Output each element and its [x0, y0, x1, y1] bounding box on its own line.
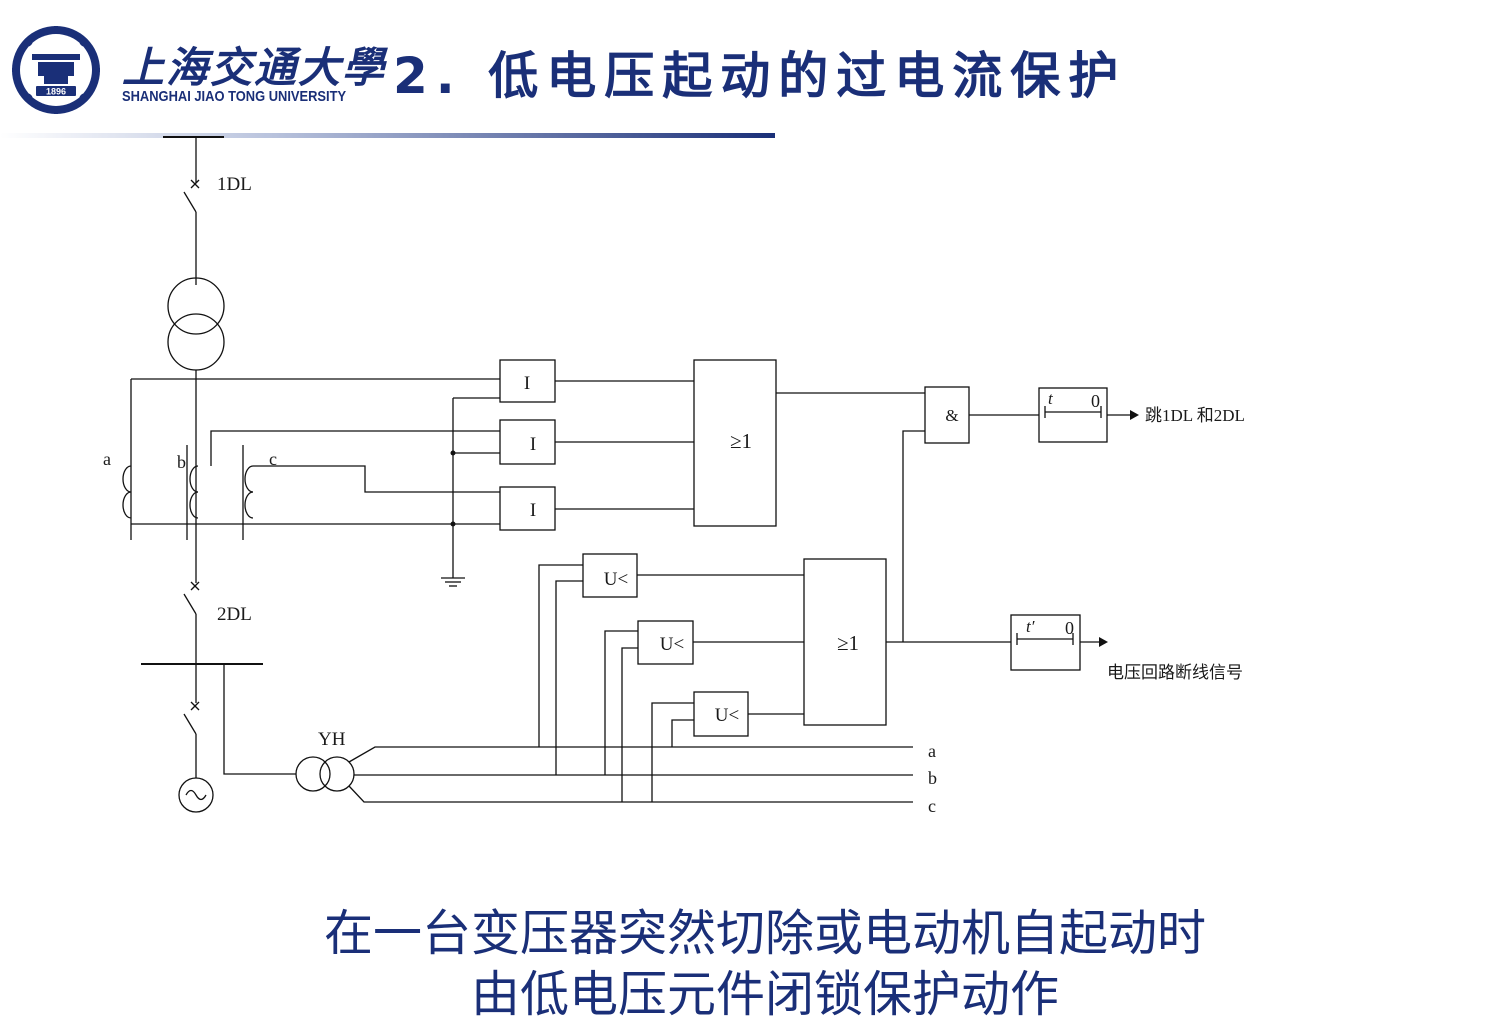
- or-gate-current-label: ≥1: [730, 429, 752, 453]
- caption-line-2: 由低电压元件闭锁保护动作: [470, 966, 1059, 1023]
- trip-arrow-icon: [1130, 410, 1139, 420]
- logo-english-name: SHANGHAI JIAO TONG UNIVERSITY: [122, 88, 347, 105]
- trip-output-label: 跳1DL 和2DL: [1145, 406, 1245, 425]
- alarm-timer-scale-icon: [1016, 633, 1074, 645]
- alarm-arrow-icon: [1099, 637, 1108, 647]
- voltage-transformer-yh-symbol: [295, 756, 355, 792]
- current-relay-1-label: I: [524, 373, 530, 394]
- motor-breaker-symbol: [183, 664, 200, 778]
- vt-feeder-line: [223, 664, 296, 775]
- ct-phase-a-label: a: [103, 449, 111, 469]
- alarm-timer-t-label: t′: [1026, 617, 1035, 636]
- logo-year: 1896: [46, 87, 66, 97]
- secondary-bus-a: [348, 746, 913, 763]
- current-relay-2-label: I: [530, 434, 536, 455]
- voltage-relay-2-label: U<: [660, 634, 684, 655]
- alarm-output-label: 电压回路断线信号: [1107, 663, 1243, 682]
- bus-phase-a-label: a: [928, 741, 936, 761]
- ct-phase-c-label: c: [269, 449, 277, 469]
- vt-yh-label: YH: [318, 729, 346, 750]
- or-gate-current: [693, 359, 777, 527]
- bus-phase-c-label: c: [928, 796, 936, 816]
- university-emblem-icon: 1896: [12, 26, 100, 114]
- breaker-1dl-label: 1DL: [217, 174, 252, 195]
- current-relay-2: [499, 419, 556, 465]
- and-gate-label: &: [945, 406, 958, 425]
- voltage-relay-3-label: U<: [715, 705, 739, 726]
- bus-phase-b-label: b: [928, 768, 937, 788]
- breaker-2dl-symbol: [183, 581, 200, 664]
- current-relay-3-label: I: [530, 500, 536, 521]
- trip-timer-t-label: t: [1048, 389, 1054, 408]
- secondary-bus-c: [348, 785, 913, 803]
- or-gate-voltage-label: ≥1: [837, 631, 859, 655]
- title-underline: [0, 133, 775, 138]
- ct-coil-c: [242, 445, 254, 540]
- page-title: 2. 低电压起动的过电流保护: [393, 47, 1127, 105]
- slide-caption: 在一台变压器突然切除或电动机自起动时 由低电压元件闭锁保护动作: [0, 903, 1505, 1025]
- voltage-relay-1-label: U<: [604, 569, 628, 590]
- caption-line-1: 在一台变压器突然切除或电动机自起动时: [323, 905, 1206, 962]
- ct-phase-b-label: b: [177, 452, 186, 472]
- trip-timer-zero-label: 0: [1091, 391, 1100, 411]
- alarm-timer-zero-label: 0: [1065, 618, 1074, 638]
- breaker-1dl-symbol: [183, 179, 200, 285]
- motor-ac-source-icon: [178, 777, 214, 813]
- ground-icon: [441, 577, 465, 587]
- breaker-2dl-label: 2DL: [217, 604, 252, 625]
- slide-header: 1896 上海交通大學 SHANGHAI JIAO TONG UNIVERSIT…: [0, 0, 1505, 140]
- ct-coil-a: [122, 379, 132, 540]
- logo-chinese-name: 上海交通大學: [122, 43, 387, 92]
- power-transformer-symbol: [167, 277, 225, 371]
- trip-timer-scale-icon: [1044, 406, 1102, 418]
- current-relay-3: [499, 486, 556, 531]
